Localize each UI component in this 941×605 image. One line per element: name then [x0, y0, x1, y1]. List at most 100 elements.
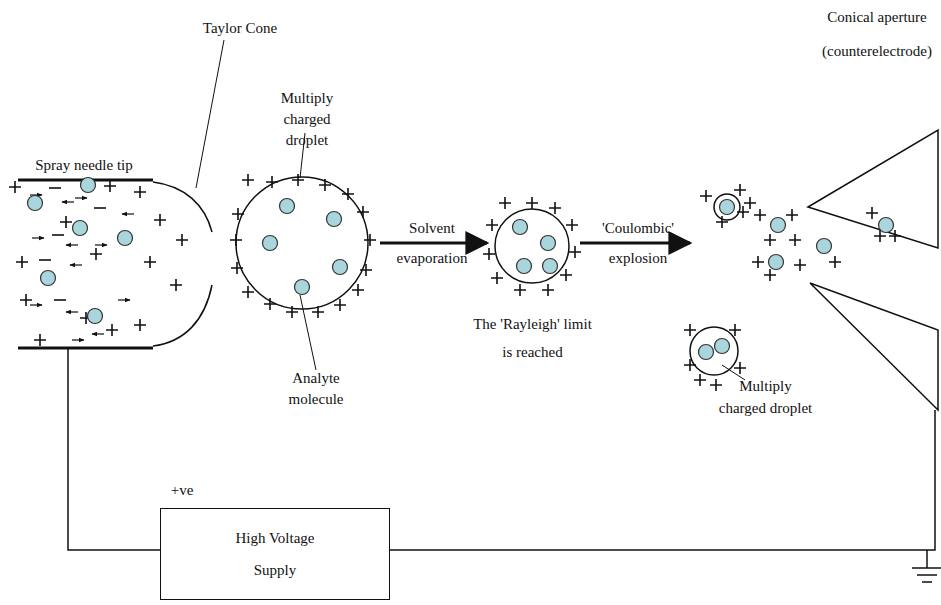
plus-charge: [694, 374, 706, 386]
plus-charge: [312, 306, 324, 318]
plus-charge: [134, 186, 146, 198]
analyte-molecule: [769, 255, 784, 270]
plus-charge: [242, 286, 254, 298]
plus-charge: [286, 306, 298, 318]
charge-motion-arrow: [75, 197, 87, 198]
plus-charge: [700, 190, 712, 202]
plus-charge: [230, 234, 242, 246]
box-label: High Voltage Supply: [220, 522, 330, 586]
plus-charge: [60, 216, 72, 228]
plus-charge: [729, 324, 741, 336]
charge-motion-arrow: [62, 201, 74, 202]
plus-charge: [526, 197, 538, 209]
plus-charge: [134, 319, 146, 331]
plus-charge: [866, 207, 878, 219]
minus-charge: [94, 207, 106, 209]
analyte-molecule: [88, 309, 103, 324]
needle-label: Spray needle tip: [14, 155, 154, 175]
analyte-molecule: [771, 218, 786, 233]
plus-charge: [154, 214, 166, 226]
plus-charge: [566, 219, 578, 231]
plus-charge: [266, 176, 278, 188]
plus-charge: [9, 181, 21, 193]
aperture-label: Conical aperture (counterelectrode): [818, 0, 936, 68]
plus-charge: [292, 174, 304, 186]
plus-charge: [16, 256, 28, 268]
plus-charge: [744, 197, 756, 209]
analyte-molecule: [817, 239, 832, 254]
analyte-label: Analyte molecule: [276, 368, 356, 410]
process-arrows: [380, 242, 690, 245]
analyte-molecule: [720, 200, 735, 215]
plus-charge: [242, 174, 254, 186]
plus-charge: [360, 264, 372, 276]
charge-motion-arrow: [32, 237, 44, 238]
droplet-label: Multiply charged droplet: [262, 88, 352, 151]
step-label: 'Coulombic' explosion: [588, 213, 688, 273]
analyte-molecule: [280, 199, 295, 214]
charge-motion-arrow: [66, 311, 78, 312]
plus-charge: [352, 284, 364, 296]
analyte-molecule: [81, 178, 96, 193]
step-label: Solvent evaporation: [382, 213, 482, 273]
plus-charge: [764, 269, 776, 281]
plus-charge: [734, 362, 746, 374]
plus-charge: [20, 294, 32, 306]
plus-charge: [342, 188, 354, 200]
plus-charge: [104, 180, 116, 192]
plus-charge: [754, 209, 766, 221]
plus-charge: [486, 219, 498, 231]
charge-motion-arrow: [72, 339, 84, 340]
rayleigh-label: The 'Rayleigh' limit is reached: [470, 310, 595, 366]
plus-charge: [491, 272, 503, 284]
spray-needle: [18, 180, 212, 348]
analyte-molecule: [699, 345, 714, 360]
conical-aperture: [808, 130, 938, 410]
plus-charge: [170, 279, 182, 291]
droplets: [236, 177, 740, 375]
plus-charge: [334, 299, 346, 311]
plus-charge: [764, 234, 776, 246]
charge-motion-arrow: [30, 304, 42, 305]
analyte-molecule: [28, 196, 43, 211]
plus-charge: [734, 184, 746, 196]
power-supply-box: High Voltage Supply: [160, 508, 390, 600]
plus-charge: [499, 197, 511, 209]
analyte-molecule: [73, 221, 88, 236]
minus-charge: [49, 187, 61, 189]
analyte-molecule: [333, 260, 348, 275]
plus-charge: [232, 208, 244, 220]
plus-charge: [789, 234, 801, 246]
droplet-label: Multiply charged droplet: [718, 375, 813, 419]
charge-motion-arrow: [70, 264, 82, 265]
plus-charge: [716, 216, 728, 228]
plus-charge: [737, 206, 749, 218]
analyte-molecule: [327, 212, 342, 227]
plus-charge: [889, 230, 901, 242]
plus-charge: [549, 202, 561, 214]
analyte-molecule: [517, 259, 532, 274]
analyte-molecule: [118, 231, 133, 246]
analyte-molecule: [295, 280, 310, 295]
plus-charge: [106, 324, 118, 336]
plus-charge: [786, 209, 798, 221]
charge-motion-arrow: [66, 244, 78, 245]
analyte-molecule: [715, 339, 730, 354]
plus-charge: [90, 248, 102, 260]
charge-motion-arrow: [95, 244, 107, 245]
plus-charge: [560, 269, 572, 281]
analyte-molecule: [541, 236, 556, 251]
plus-charge: [684, 324, 696, 336]
plus-charge: [569, 246, 581, 258]
plus-charge: [231, 262, 243, 274]
plus-charge: [752, 256, 764, 268]
minus-charge: [52, 234, 64, 236]
plus-charge: [829, 256, 841, 268]
cone-label: Taylor Cone: [195, 18, 285, 38]
analyte-molecule: [543, 259, 558, 274]
plus-charge: [144, 256, 156, 268]
charge-motion-arrow: [92, 333, 104, 334]
